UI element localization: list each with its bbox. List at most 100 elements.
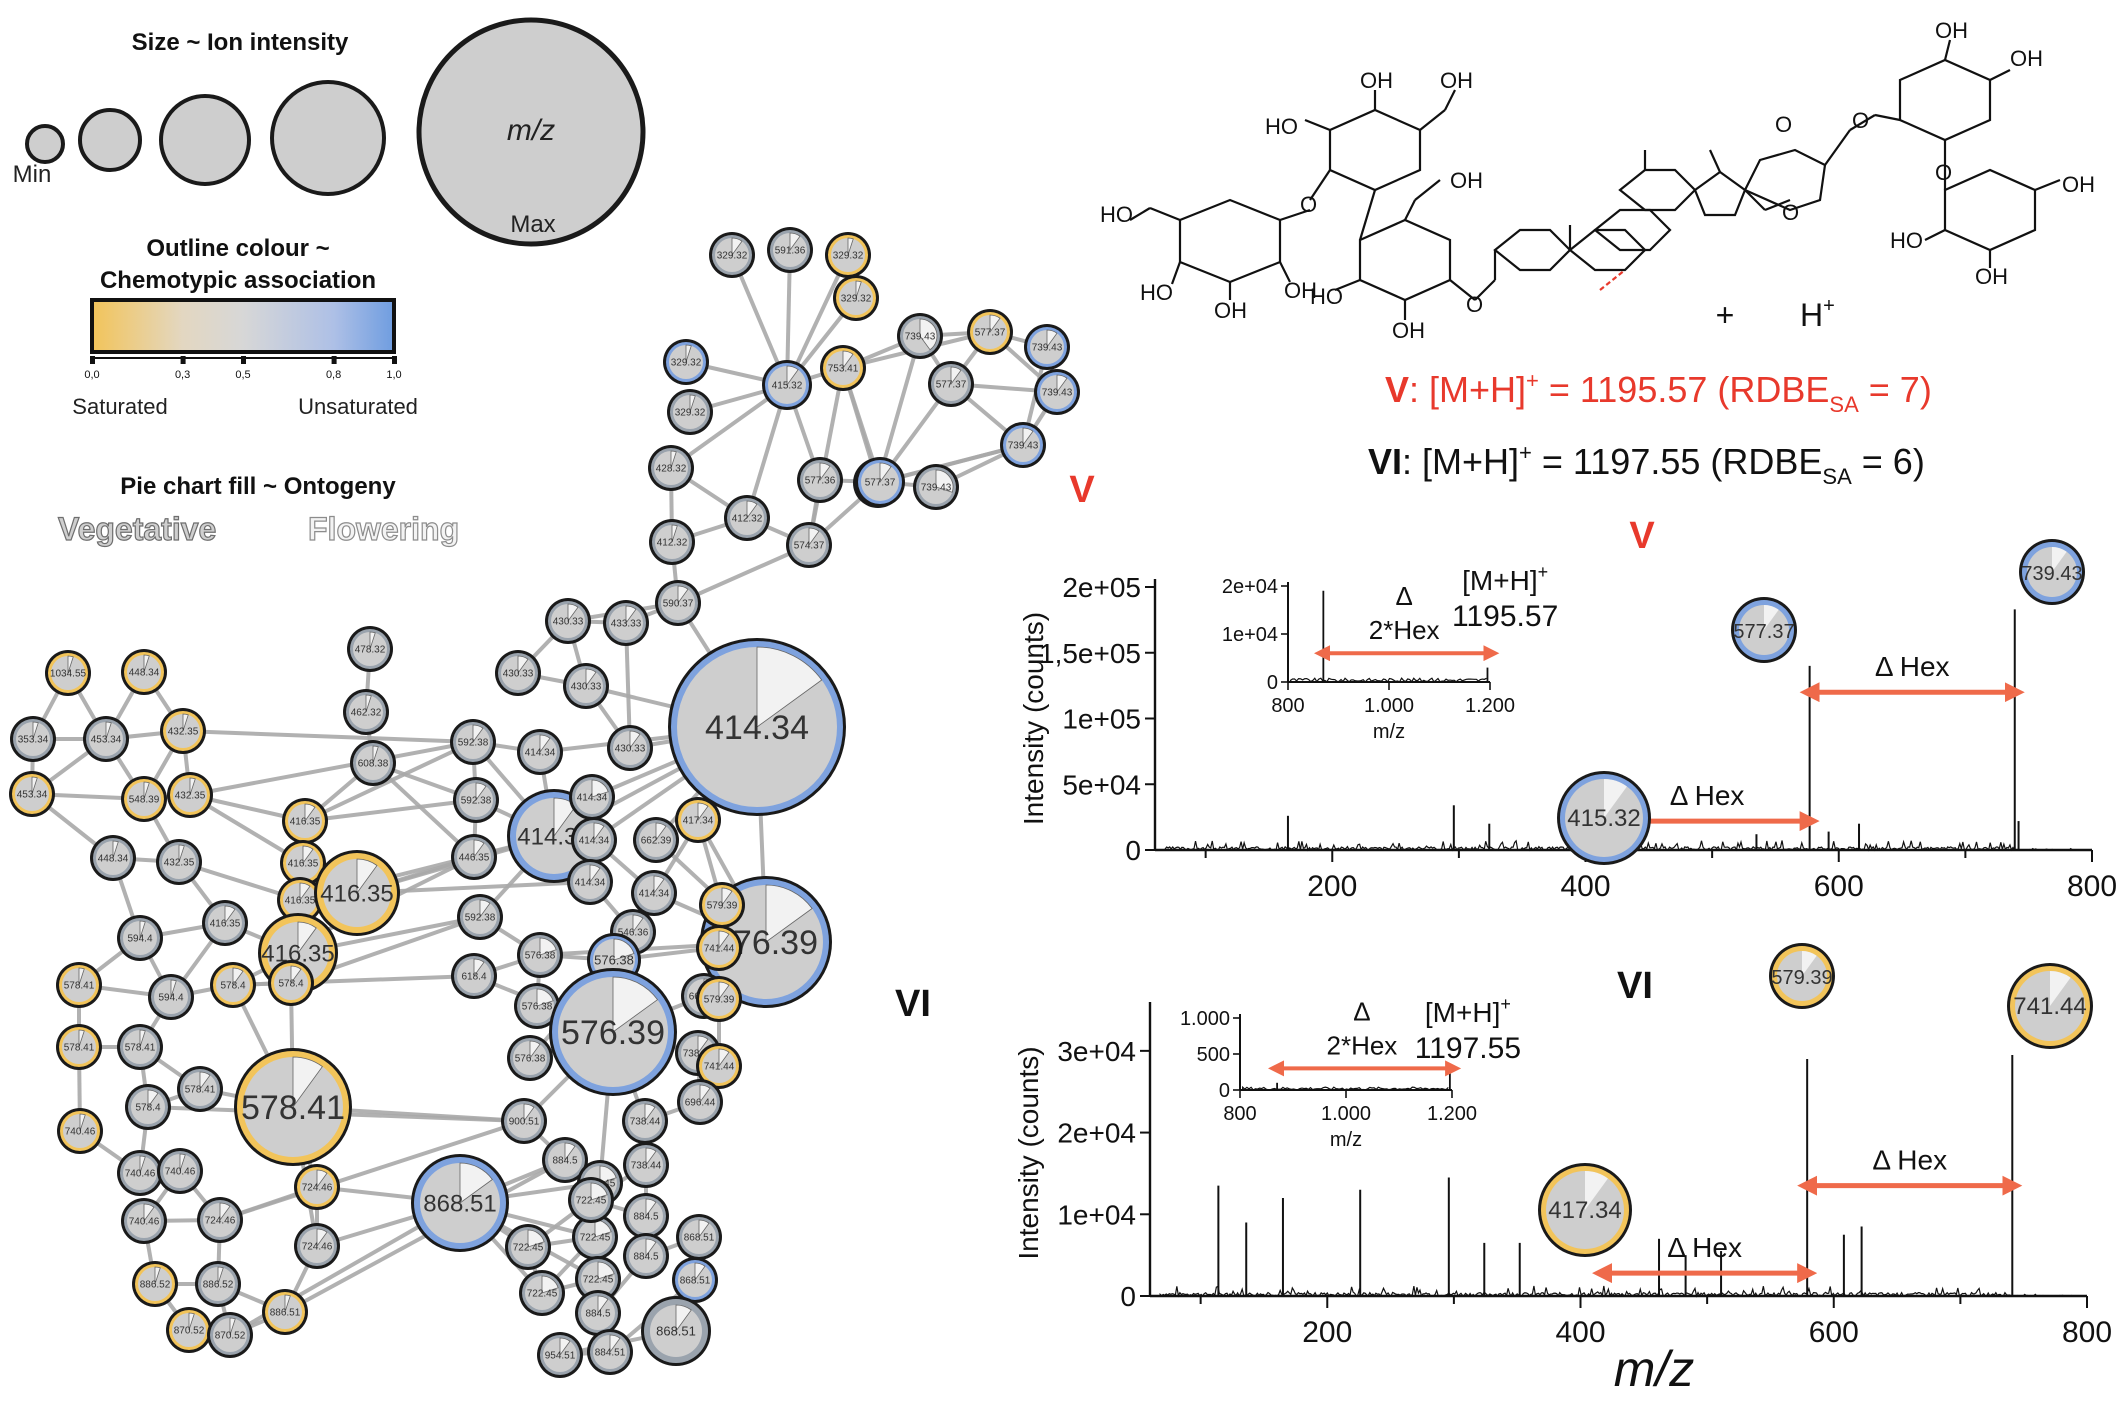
- network-node[interactable]: 453.34: [83, 716, 129, 762]
- network-node[interactable]: 884.5: [542, 1137, 588, 1183]
- network-node[interactable]: 414.34: [569, 774, 615, 820]
- network-node[interactable]: 722.45: [568, 1177, 614, 1223]
- network-node[interactable]: 870.52: [207, 1312, 253, 1358]
- network-node[interactable]: 868.51: [641, 1296, 711, 1366]
- network-node[interactable]: 578.41: [234, 1048, 352, 1166]
- network-node[interactable]: 740.46: [117, 1150, 163, 1196]
- network-node[interactable]: 724.46: [294, 1164, 340, 1210]
- network-node[interactable]: 886.51: [262, 1289, 308, 1335]
- network-node[interactable]: 416.35: [280, 840, 326, 886]
- network-node[interactable]: 576.38: [517, 932, 563, 978]
- network-node[interactable]: 574.37: [786, 522, 832, 568]
- network-node[interactable]: 478.32: [347, 626, 393, 672]
- network-node[interactable]: 576.38: [514, 983, 560, 1029]
- network-node[interactable]: 870.52: [166, 1307, 212, 1353]
- network-node[interactable]: 722.45: [505, 1224, 551, 1270]
- network-node[interactable]: 739.43: [897, 313, 943, 359]
- network-node[interactable]: 430.33: [545, 598, 591, 644]
- network-node[interactable]: 576.38: [507, 1035, 553, 1081]
- network-node[interactable]: 548.39: [121, 776, 167, 822]
- network-node[interactable]: 414.34: [668, 638, 846, 816]
- network-node[interactable]: 577.37: [855, 457, 905, 507]
- network-node[interactable]: 329.32: [825, 232, 871, 278]
- network-node[interactable]: 412.32: [649, 519, 695, 565]
- network-node[interactable]: 578.41: [117, 1024, 163, 1070]
- network-node[interactable]: 884.5: [575, 1290, 621, 1336]
- network-node[interactable]: 868.51: [672, 1257, 718, 1303]
- network-node[interactable]: 416.35: [277, 877, 323, 923]
- network-node[interactable]: 740.46: [57, 1108, 103, 1154]
- network-node[interactable]: 578.4: [125, 1084, 171, 1130]
- network-node[interactable]: 417.34: [675, 797, 721, 843]
- network-node[interactable]: 416.35: [202, 900, 248, 946]
- network-node[interactable]: 722.45: [575, 1256, 621, 1302]
- network-node[interactable]: 453.34: [9, 771, 55, 817]
- network-node[interactable]: 546.36: [610, 909, 656, 955]
- network-node[interactable]: 329.32: [833, 275, 879, 321]
- network-node[interactable]: 591.36: [767, 227, 813, 273]
- network-node[interactable]: 577.37: [928, 361, 974, 407]
- network-node[interactable]: 884.5: [623, 1193, 669, 1239]
- network-node[interactable]: 416.35: [314, 850, 400, 936]
- network-node[interactable]: 578.41: [177, 1066, 223, 1112]
- network-node[interactable]: 1034.55: [45, 650, 91, 696]
- network-node[interactable]: 740.46: [157, 1148, 203, 1194]
- network-node[interactable]: 900.51: [501, 1098, 547, 1144]
- network-node[interactable]: 414.34: [567, 859, 613, 905]
- network-node[interactable]: 608.38: [350, 740, 396, 786]
- network-node[interactable]: 696.44: [677, 1079, 723, 1125]
- network-node[interactable]: 592.38: [457, 894, 503, 940]
- network-node[interactable]: 739.43: [1000, 422, 1046, 468]
- network-node[interactable]: 448.34: [90, 835, 136, 881]
- network-node[interactable]: 578.41: [56, 962, 102, 1008]
- network-node[interactable]: 722.45: [572, 1214, 618, 1260]
- network-node[interactable]: 577.37: [967, 309, 1013, 355]
- network-node[interactable]: 432.35: [160, 708, 206, 754]
- network-node[interactable]: 577.36: [797, 457, 843, 503]
- network-node[interactable]: 740.46: [121, 1198, 167, 1244]
- network-node[interactable]: 753.41: [820, 345, 866, 391]
- network-node[interactable]: 414.34: [517, 729, 563, 775]
- network-node[interactable]: 414.34: [631, 870, 677, 916]
- network-node[interactable]: 741.44: [696, 925, 742, 971]
- network-node[interactable]: 739.43: [913, 464, 959, 510]
- network-node[interactable]: 430.33: [607, 725, 653, 771]
- network-node[interactable]: 579.39: [696, 976, 742, 1022]
- network-node[interactable]: 954.51: [537, 1332, 583, 1378]
- network-node[interactable]: 430.33: [563, 663, 609, 709]
- network-node[interactable]: 415.32: [762, 360, 812, 410]
- network-node[interactable]: 433.33: [603, 600, 649, 646]
- network-node[interactable]: 886.52: [195, 1261, 241, 1307]
- network-node[interactable]: 576.39: [549, 968, 677, 1096]
- network-node[interactable]: 884.5: [623, 1233, 669, 1279]
- network-node[interactable]: 739.43: [1034, 369, 1080, 415]
- network-node[interactable]: 578.4: [210, 962, 256, 1008]
- network-node[interactable]: 329.32: [663, 339, 709, 385]
- network-node[interactable]: 432.35: [156, 839, 202, 885]
- network-node[interactable]: 432.35: [167, 772, 213, 818]
- network-node[interactable]: 412.32: [724, 495, 770, 541]
- network-node[interactable]: 594.4: [148, 974, 194, 1020]
- network-node[interactable]: 738.44: [623, 1142, 669, 1188]
- network-node[interactable]: 329.32: [667, 389, 713, 435]
- network-node[interactable]: 592.38: [453, 777, 499, 823]
- network-node[interactable]: 462.32: [343, 689, 389, 735]
- network-node[interactable]: 868.51: [411, 1154, 509, 1252]
- network-node[interactable]: 428.32: [648, 445, 694, 491]
- network-node[interactable]: 578.4: [268, 960, 314, 1006]
- network-node[interactable]: 722.45: [519, 1270, 565, 1316]
- network-node[interactable]: 618.4: [451, 953, 497, 999]
- network-node[interactable]: 448.34: [121, 649, 167, 695]
- network-node[interactable]: 578.41: [56, 1024, 102, 1070]
- network-node[interactable]: 724.46: [294, 1223, 340, 1269]
- network-node[interactable]: 738.44: [622, 1098, 668, 1144]
- network-node[interactable]: 430.33: [495, 650, 541, 696]
- network-node[interactable]: 446.35: [451, 834, 497, 880]
- network-node[interactable]: 329.32: [709, 232, 755, 278]
- network-node[interactable]: 724.46: [197, 1197, 243, 1243]
- network-node[interactable]: 884.51: [587, 1329, 633, 1375]
- network-node[interactable]: 579.39: [699, 882, 745, 928]
- network-node[interactable]: 353.34: [10, 716, 56, 762]
- network-node[interactable]: 414.34: [571, 817, 617, 863]
- network-node[interactable]: 416.35: [282, 798, 328, 844]
